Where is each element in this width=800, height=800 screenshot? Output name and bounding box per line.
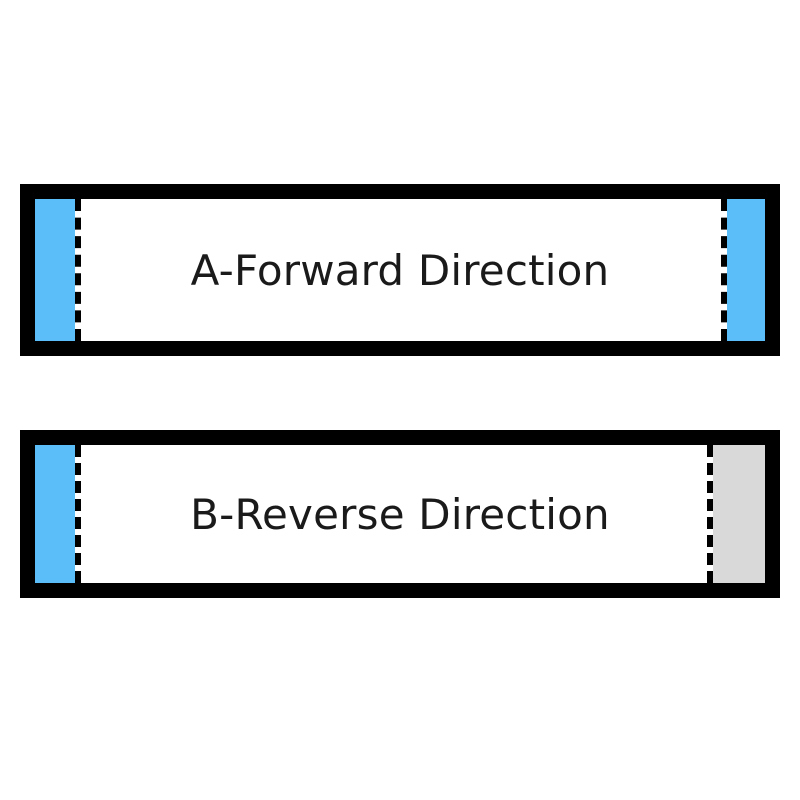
strip-b-left-dashed-line [75, 445, 81, 583]
strip-b-left-end-zone [35, 445, 75, 583]
strip-a-left-end-zone [35, 199, 75, 341]
strip-b-label: B-Reverse Direction [190, 489, 610, 539]
strip-a-left-dashed-line [75, 199, 81, 341]
strip-b: B-Reverse Direction [20, 430, 780, 598]
strip-a-right-dashed-line [721, 199, 727, 341]
strip-a-right-end-zone [727, 199, 765, 341]
strip-b-right-dashed-line [707, 445, 713, 583]
strip-a-interior: A-Forward Direction [35, 199, 765, 341]
strip-a: A-Forward Direction [20, 184, 780, 356]
strip-b-right-end-zone [713, 445, 765, 583]
strip-a-label: A-Forward Direction [190, 245, 610, 295]
strip-b-interior: B-Reverse Direction [35, 445, 765, 583]
